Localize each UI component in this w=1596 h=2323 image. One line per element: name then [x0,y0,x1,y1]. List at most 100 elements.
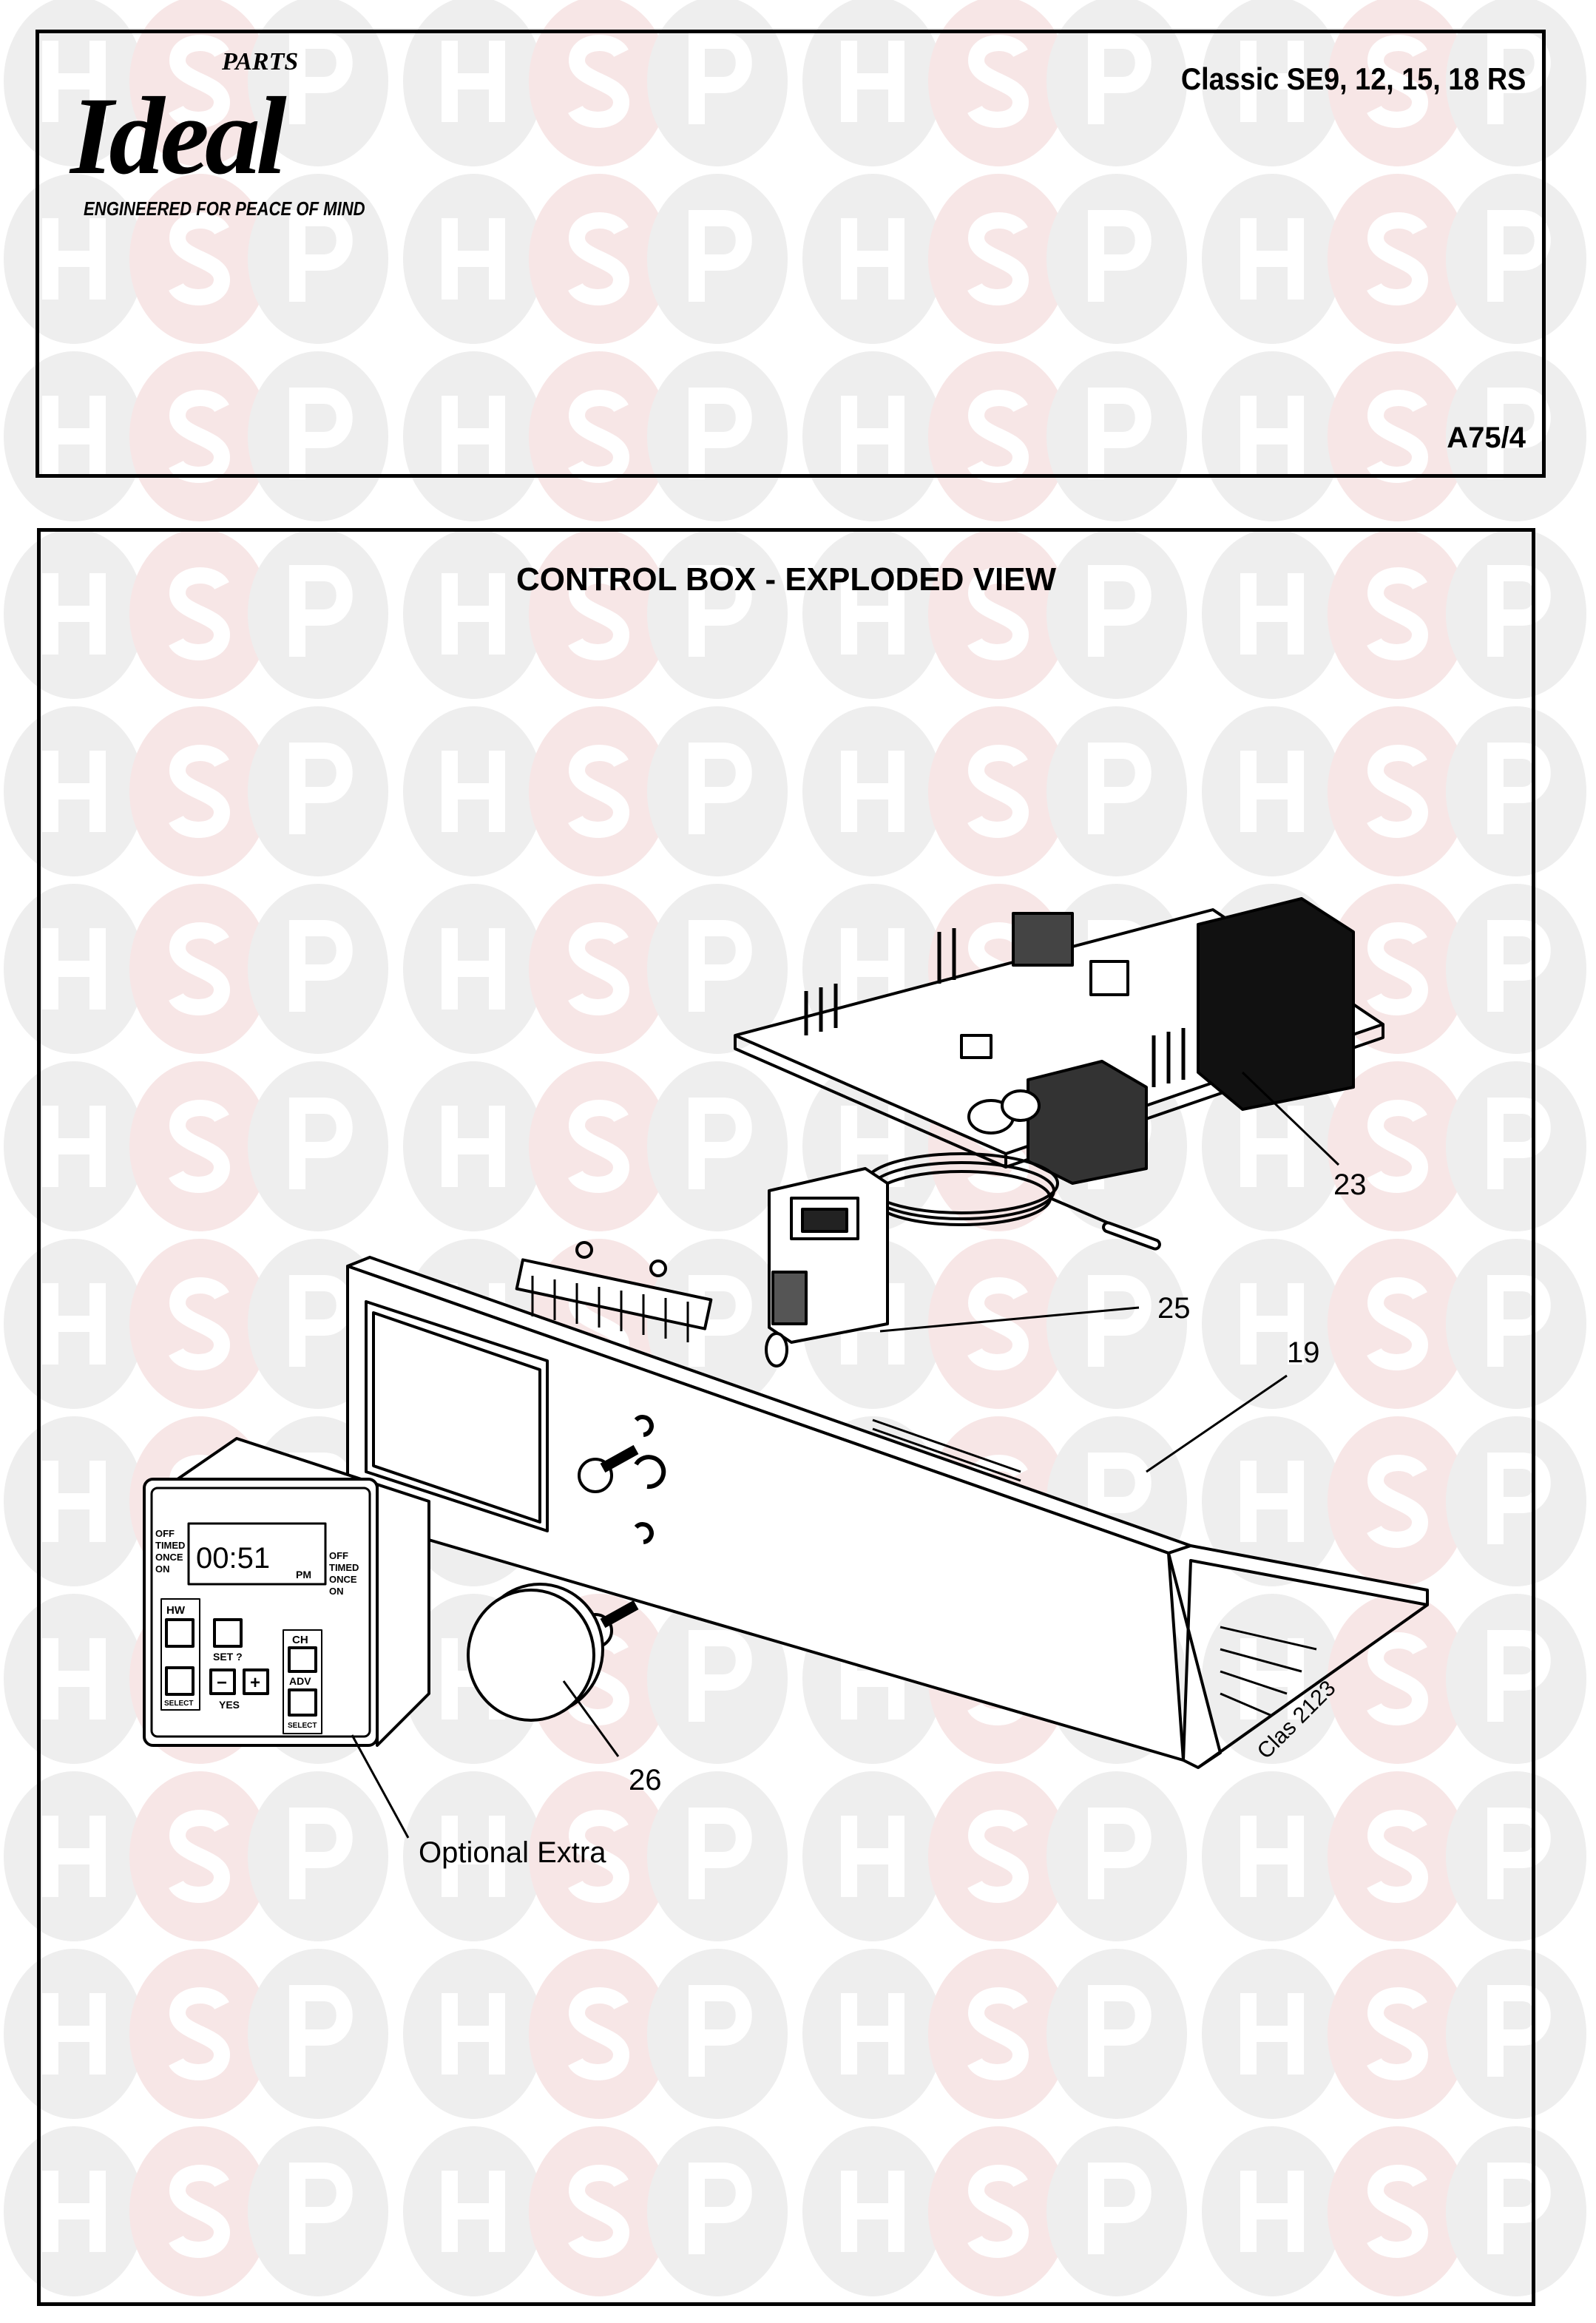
timer-yes-label: YES [219,1699,240,1711]
hw-button[interactable] [165,1618,195,1648]
watermark-letter-shape [568,922,630,1015]
ideal-parts-logo: PARTS Ideal ENGINEERED FOR PEACE OF MIND [63,48,403,233]
watermark-letter-shape [1240,41,1304,122]
timer-select-left: SELECT [164,1700,193,1708]
timer-optional-extra[interactable]: OFF TIMED ONCE ON OFF TIMED ONCE ON 00:5… [143,1437,430,1747]
watermark-letter-shape [1367,1987,1429,2080]
pcb-part-23[interactable] [734,897,1384,1185]
adv-button[interactable] [288,1646,317,1673]
knob-part-26[interactable] [467,1583,604,1722]
watermark-letter-shape [967,2165,1029,2258]
watermark-letter-shape [42,41,106,122]
watermark-letter-shape [1088,210,1152,302]
minus-button[interactable] [209,1668,236,1695]
watermark-letter-shape [42,928,106,1010]
watermark-letter-shape [289,2163,353,2254]
leader-optional-extra [351,1734,410,1839]
watermark-letter-shape [42,2171,106,2252]
chassis-part-19[interactable] [346,1241,1429,1769]
watermark-letter-shape [42,573,106,655]
watermark-letter-shape [689,1275,752,1367]
watermark-letter-shape [689,1985,752,2077]
watermark-letter-shape [169,212,231,305]
watermark-letter-shape [1088,2163,1152,2254]
watermark-letter-shape [289,920,353,1012]
watermark-letter-shape [689,1630,752,1722]
page-reference: A75/4 [1447,422,1526,454]
watermark-letter-shape [1088,1808,1152,1899]
logo-brand: Ideal [70,75,287,197]
watermark-letter-shape [289,565,353,657]
watermark-letter-shape [42,396,106,477]
watermark-letter-shape [442,218,505,300]
watermark-letter-shape [289,388,353,479]
watermark-letter-shape [1487,1630,1551,1722]
watermark-letter-shape [1088,388,1152,479]
watermark-letter-shape [289,1985,353,2077]
watermark-letter-shape [1240,396,1304,477]
watermark-letter-shape [841,751,904,832]
logo-parts: PARTS [222,48,299,75]
timer-plus-label: + [250,1673,260,1693]
watermark-letter-shape [42,1816,106,1897]
select-right-button[interactable] [288,1688,317,1717]
optional-extra-label: Optional Extra [419,1836,606,1869]
screw-icon [578,1444,639,1493]
watermark-letter-shape [442,41,505,122]
watermark-letter-shape [1367,212,1429,305]
watermark-letter-shape [1487,920,1551,1012]
mode-left-off: OFF [155,1528,175,1539]
timer-select-right: SELECT [288,1722,317,1730]
watermark-letter-shape [967,1810,1029,1903]
watermark-letter-shape [1240,1993,1304,2075]
watermark-letter-shape [1240,751,1304,832]
set-button[interactable] [213,1618,243,1648]
watermark-letter-shape [289,210,353,302]
watermark-letter-shape [1240,2171,1304,2252]
watermark-letter-shape [1240,1461,1304,1542]
timer-set-label: SET ? [213,1651,243,1663]
watermark-letter-shape [1487,565,1551,657]
watermark-letter-shape [1367,922,1429,1015]
watermark-letter-shape [442,751,505,832]
watermark-letter-shape [967,35,1029,128]
watermark-letter-shape [841,396,904,477]
watermark-letter-shape [1088,1453,1152,1544]
watermark-letter-shape [442,1816,505,1897]
watermark-letter-shape [42,751,106,832]
watermark-letter-shape [1088,1985,1152,2077]
watermark-letter-shape [568,35,630,128]
watermark-letter-shape [568,1100,630,1193]
watermark-letter-shape [1487,1808,1551,1899]
watermark-letter-shape [289,33,353,124]
watermark-letter-shape [1088,743,1152,834]
watermark-letter-shape [42,1993,106,2075]
thermostat-part-25[interactable] [765,1152,1161,1367]
select-left-button[interactable] [165,1666,195,1696]
watermark-letter-shape [1367,1277,1429,1370]
watermark-letter-shape [967,1277,1029,1370]
watermark-letter-shape [689,743,752,834]
watermark-letter-shape [841,41,904,122]
mode-right-timed: TIMED [329,1562,359,1573]
watermark-letter-shape [1240,1283,1304,1365]
watermark-letter-shape [1367,1100,1429,1193]
watermark-letter-shape [169,35,231,128]
leader-25 [879,1306,1140,1333]
plus-button[interactable] [243,1668,269,1695]
timer-adv-label: ADV [289,1675,311,1687]
timer-minus-label: − [217,1673,227,1693]
watermark-letter-shape [42,1461,106,1542]
diagram-title: CONTROL BOX - EXPLODED VIEW [515,561,1057,598]
watermark-letter-shape [841,218,904,300]
callout-25: 25 [1157,1292,1191,1325]
watermark-letter-shape [1240,218,1304,300]
watermark-letter-shape [568,212,630,305]
watermark-letter-shape [169,1987,231,2080]
watermark-letter-shape [689,2163,752,2254]
watermark-letter-shape [1367,2165,1429,2258]
watermark-letter-shape [169,1810,231,1903]
watermark-letter-shape [1367,1810,1429,1903]
watermark-letter-shape [289,1098,353,1189]
